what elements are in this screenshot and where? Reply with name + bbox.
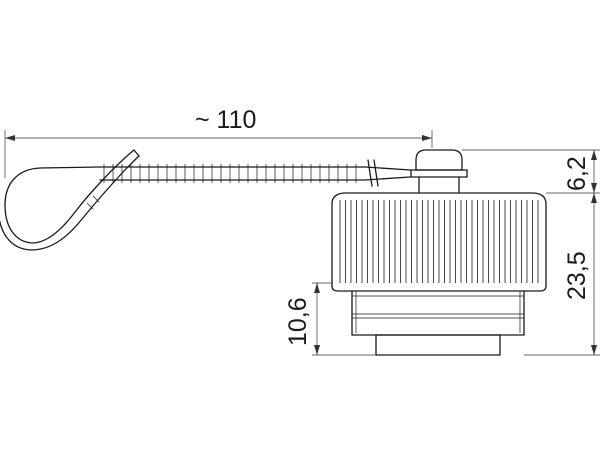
strap-band xyxy=(99,159,411,187)
dimension-stud-height: 6,2 xyxy=(563,156,591,191)
dimension-thread-height: 10,6 xyxy=(284,297,312,346)
threaded-section xyxy=(351,290,525,356)
dimension-cap-height: 23,5 xyxy=(563,251,591,300)
knurled-cap-body xyxy=(331,192,547,292)
dimension-lines xyxy=(4,130,600,356)
dimension-strap-length: ~ 110 xyxy=(195,106,256,134)
strap-loop xyxy=(0,149,140,251)
cap-stud xyxy=(410,149,468,194)
